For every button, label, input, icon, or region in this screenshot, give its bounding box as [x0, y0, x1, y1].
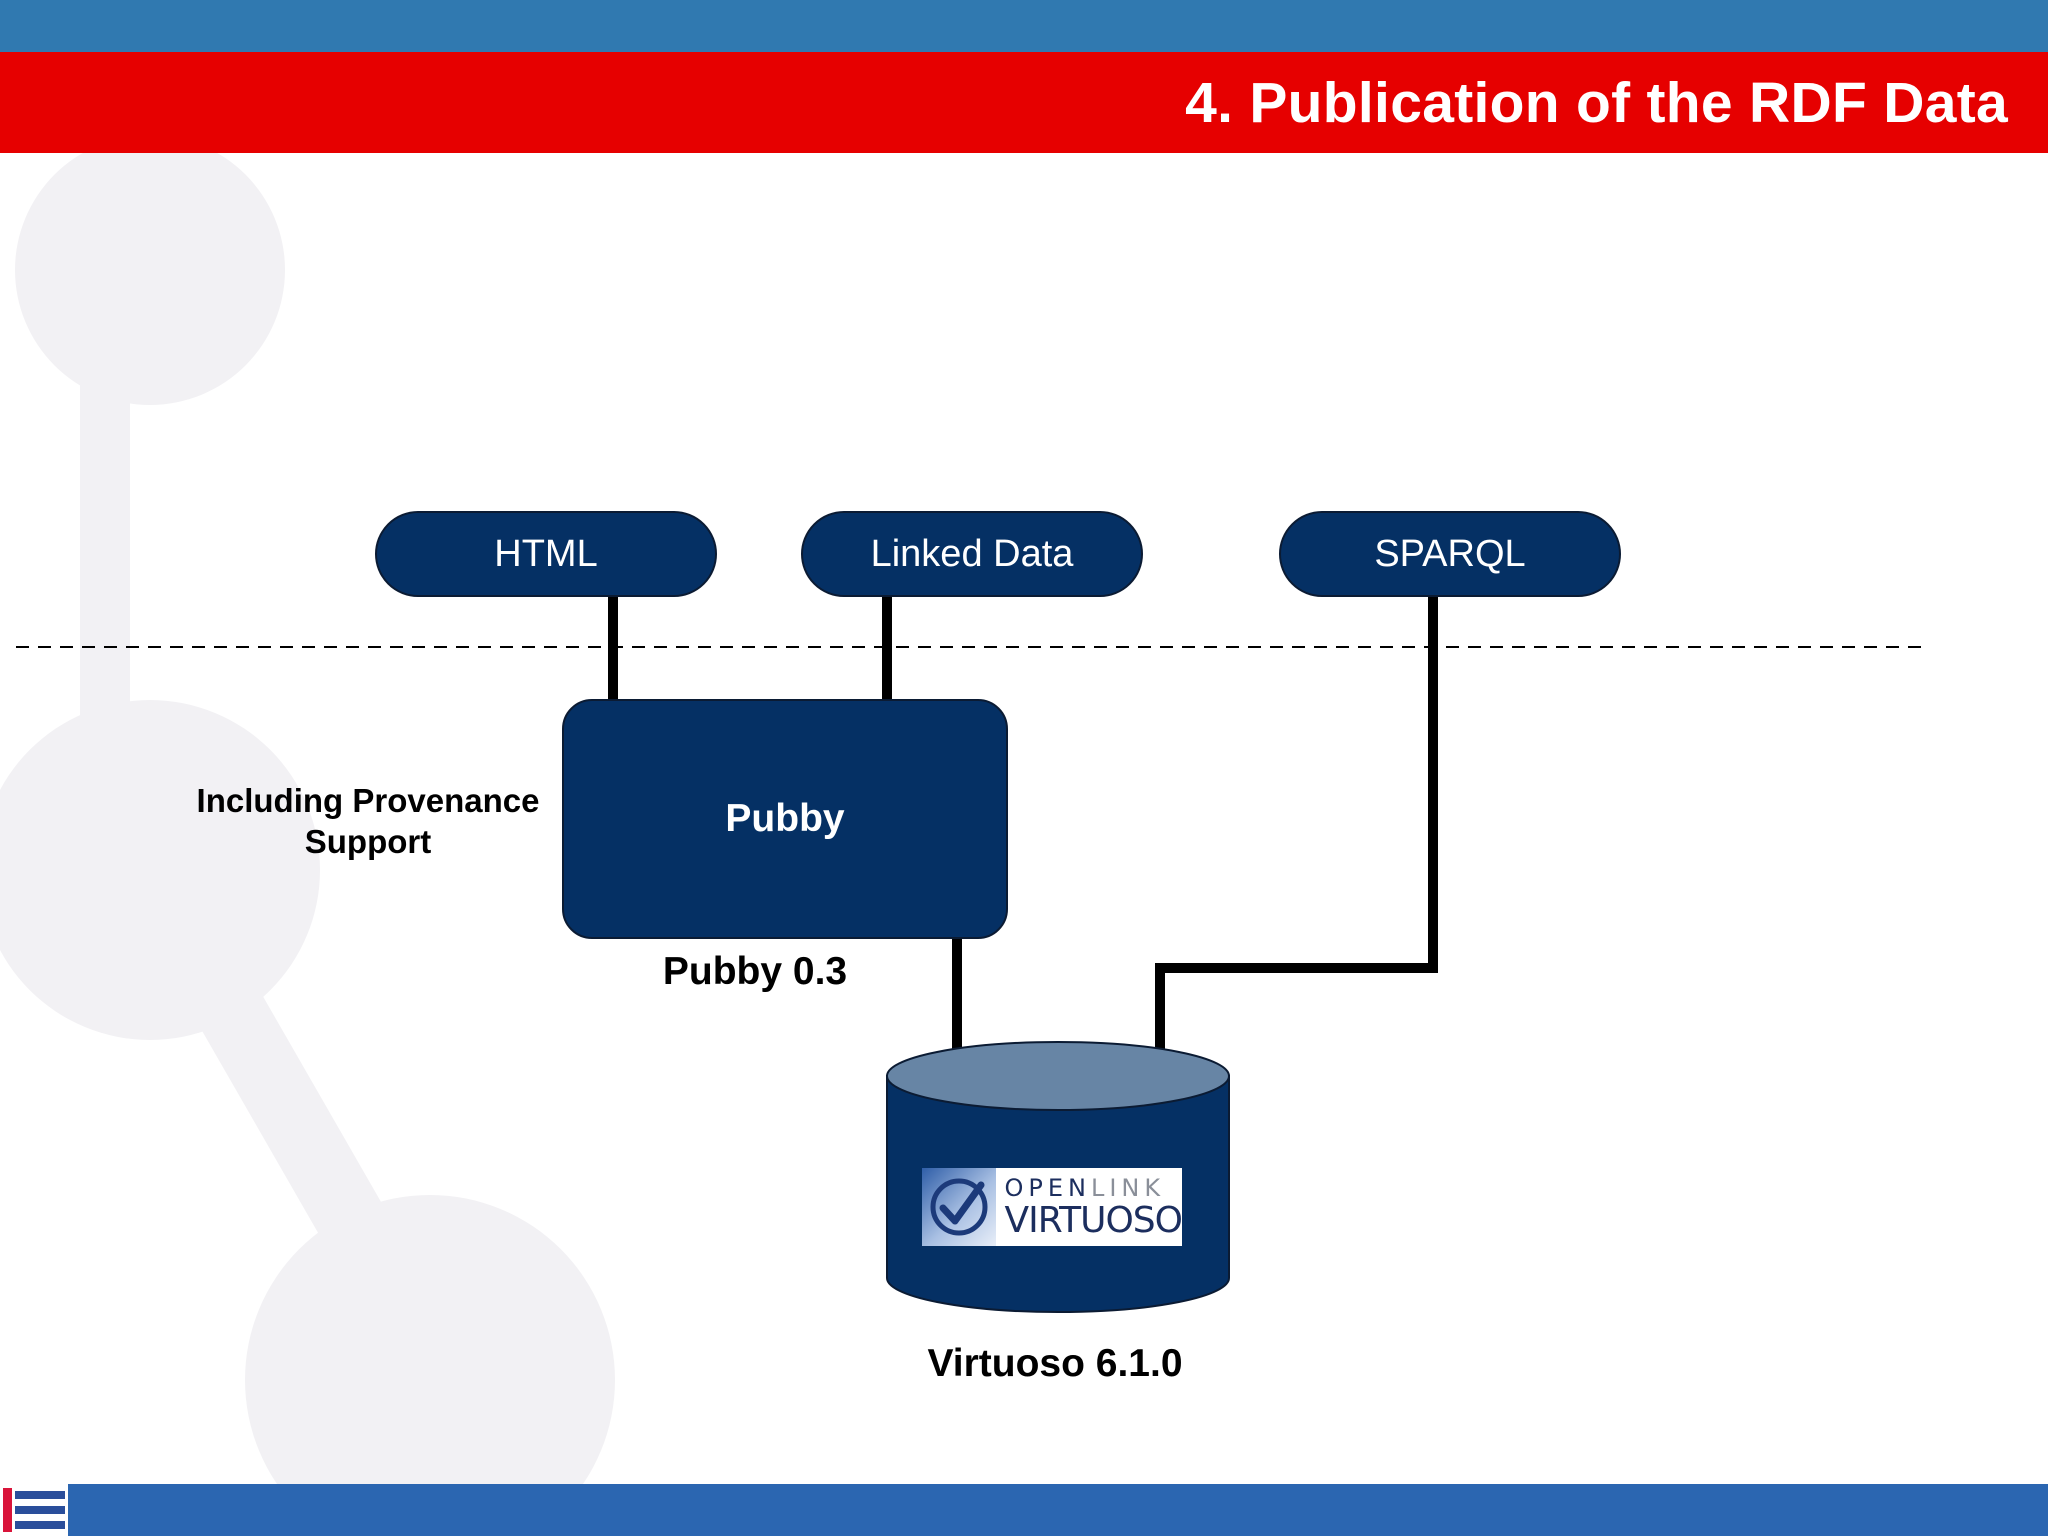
virtuoso-logo-text: OPENLINK VIRTUOSO: [996, 1168, 1182, 1246]
interface-sparql-label: SPARQL: [1374, 532, 1526, 575]
slide-title: 4. Publication of the RDF Data: [1185, 70, 2008, 135]
virtuoso-logo-line1: OPENLINK: [1004, 1174, 1182, 1202]
pubby-version-label: Pubby 0.3: [662, 950, 848, 993]
provenance-note: Including Provenance Support: [196, 782, 540, 860]
interface-linked-data: Linked Data: [801, 511, 1143, 597]
interface-sparql: SPARQL: [1279, 511, 1621, 597]
bottom-accent-bar: [0, 1484, 2048, 1536]
watermark-molecule: [0, 135, 615, 1536]
connector-sparql-store: [1155, 597, 1438, 1064]
pubby-box: Pubby: [562, 699, 1008, 939]
pubby-label: Pubby: [725, 797, 845, 840]
virtuoso-logo-open: OPEN: [1004, 1174, 1091, 1202]
group-logo-icon: [0, 1484, 68, 1536]
interface-linked-data-label: Linked Data: [870, 532, 1074, 575]
virtuoso-version-label: Virtuoso 6.1.0: [927, 1342, 1183, 1385]
top-accent-bar: [0, 0, 2048, 52]
checkmark-icon: [922, 1168, 997, 1246]
title-bar: 4. Publication of the RDF Data: [0, 52, 2048, 153]
interface-html-label: HTML: [494, 532, 598, 575]
connectors: [608, 597, 1438, 1064]
interface-html: HTML: [375, 511, 717, 597]
store-cylinder-top: [886, 1041, 1230, 1111]
virtuoso-logo: OPENLINK VIRTUOSO: [922, 1168, 1182, 1246]
virtuoso-logo-line2: VIRTUOSO: [1004, 1200, 1182, 1241]
virtuoso-logo-link: LINK: [1090, 1174, 1166, 1202]
